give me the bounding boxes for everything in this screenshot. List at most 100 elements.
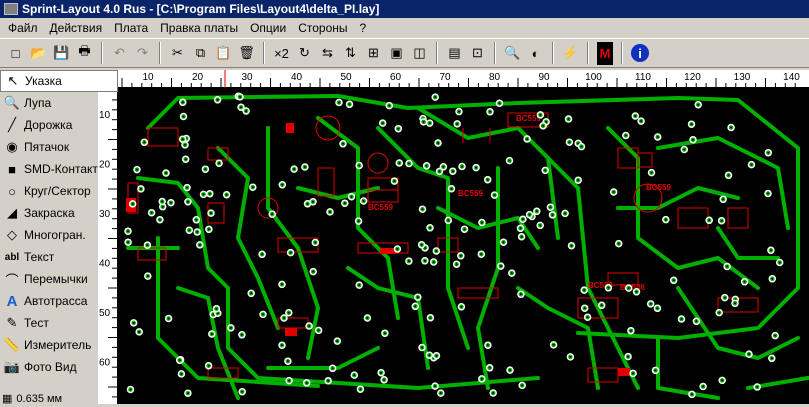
print-icon[interactable]: 🖶: [78, 43, 91, 58]
menu-help[interactable]: ?: [359, 20, 367, 35]
open-icon[interactable]: 📂: [30, 45, 47, 60]
pad-hole: [767, 192, 769, 195]
pad-hole: [357, 220, 360, 223]
tool-label: Текст: [24, 250, 55, 264]
pad-hole: [398, 162, 401, 164]
ruler-left-label: 30: [99, 209, 111, 220]
pad-hole: [690, 123, 693, 126]
tool-test[interactable]: ✎Тест: [0, 312, 118, 334]
pad-hole: [186, 392, 189, 395]
macro-icon[interactable]: M: [597, 41, 613, 65]
duplicate-icon[interactable]: ×2: [274, 45, 289, 61]
tool-fill[interactable]: ◢Закраска: [0, 202, 118, 224]
pad-hole: [428, 354, 431, 357]
pad-hole: [439, 392, 442, 395]
pad-hole: [722, 198, 725, 201]
mirror-h-icon[interactable]: ⇆: [322, 45, 333, 60]
pad-hole: [288, 379, 291, 382]
pad-hole: [510, 272, 513, 275]
pad-hole: [437, 142, 439, 144]
tool-zoom[interactable]: 🔍Лупа: [0, 92, 118, 114]
pad-hole: [432, 261, 435, 263]
pad-hole: [181, 101, 184, 104]
menu-board[interactable]: Плата: [114, 20, 149, 35]
info-icon[interactable]: i: [631, 44, 649, 62]
contrast-icon[interactable]: ◐: [531, 45, 540, 61]
tool-polygon[interactable]: ◇Многогран.: [0, 224, 118, 246]
pad-hole: [480, 377, 483, 380]
pad-hole: [508, 159, 511, 162]
tool-smd[interactable]: ■SMD-Контакт: [0, 158, 118, 180]
tool-measure[interactable]: 📏Измеритель: [0, 334, 118, 356]
pad-hole: [425, 164, 428, 167]
pad-hole: [393, 180, 396, 183]
tool-circle[interactable]: ○Круг/Сектор: [0, 180, 118, 202]
pad-hole: [306, 202, 309, 205]
menu-actions[interactable]: Действия: [49, 20, 103, 35]
tool-pointer[interactable]: ↖Указка: [0, 70, 118, 92]
layer-icon[interactable]: ▤: [448, 45, 461, 60]
save-icon[interactable]: 💾: [53, 45, 70, 60]
pad-hole: [521, 384, 524, 387]
tool-label: Фото Вид: [24, 360, 77, 374]
pad-hole: [158, 218, 161, 221]
grid-size[interactable]: ▦ 0.635 мм: [2, 392, 62, 406]
pad-hole: [388, 104, 391, 107]
pad-hole: [720, 219, 723, 222]
component-icon[interactable]: ⊡: [472, 45, 483, 60]
pad-hole: [567, 118, 570, 120]
pad-hole: [632, 372, 635, 375]
pad-hole: [138, 330, 141, 333]
polygon-icon: ◇: [7, 227, 17, 242]
copy-icon[interactable]: ⧉: [195, 45, 206, 60]
redo-icon[interactable]: ↷: [137, 45, 148, 60]
pad-hole: [167, 317, 170, 320]
undo-icon[interactable]: ↶: [114, 45, 125, 60]
pad-hole: [634, 115, 637, 117]
pad-hole: [225, 193, 228, 196]
pad-hole: [204, 168, 207, 171]
new-icon[interactable]: □: [11, 45, 20, 61]
ruler-top-label: 60: [390, 72, 402, 83]
pad-hole: [396, 248, 399, 250]
menu-sides[interactable]: Стороны: [298, 20, 348, 35]
pad-hole: [331, 367, 334, 370]
pad-hole: [215, 307, 218, 310]
ruler-top-label: 70: [439, 72, 451, 83]
pad-hole: [489, 110, 491, 113]
pad-hole: [577, 142, 580, 145]
pad-hole: [664, 218, 667, 221]
pad-hole: [459, 254, 462, 257]
tool-pad[interactable]: ◉Пятачок: [0, 136, 118, 158]
align-icon[interactable]: ⊞: [368, 45, 379, 60]
pad-hole: [580, 145, 583, 148]
rotate-icon[interactable]: ↻: [299, 45, 310, 60]
pad-hole: [778, 261, 781, 264]
pad-hole: [289, 251, 292, 254]
ungroup-icon[interactable]: ◫: [413, 45, 426, 60]
tool-photo[interactable]: 📷Фото Вид: [0, 356, 118, 378]
menu-file[interactable]: Файл: [8, 20, 38, 35]
mirror-v-icon[interactable]: ⇅: [345, 45, 356, 60]
tool-label: Перемычки: [24, 272, 88, 286]
tool-jumper[interactable]: ⌒Перемычки: [0, 268, 118, 290]
pad-hole: [649, 302, 652, 305]
zoom-icon[interactable]: 🔍: [504, 45, 521, 60]
pad-hole: [583, 289, 586, 292]
menu-options[interactable]: Опции: [250, 20, 287, 35]
paste-icon[interactable]: 📋: [215, 45, 232, 60]
delete-icon[interactable]: 🗑: [238, 45, 255, 60]
pad-hole: [519, 227, 522, 230]
autoroute-icon[interactable]: ⚡: [562, 45, 579, 60]
pad-hole: [186, 200, 189, 203]
menu-board-edit[interactable]: Правка платы: [160, 20, 239, 35]
group-icon[interactable]: ▣: [390, 45, 403, 60]
cut-icon[interactable]: ✂: [172, 45, 183, 60]
tool-track[interactable]: ╱Дорожка: [0, 114, 118, 136]
circle-icon: ○: [8, 183, 16, 199]
pad-hole: [429, 226, 431, 229]
